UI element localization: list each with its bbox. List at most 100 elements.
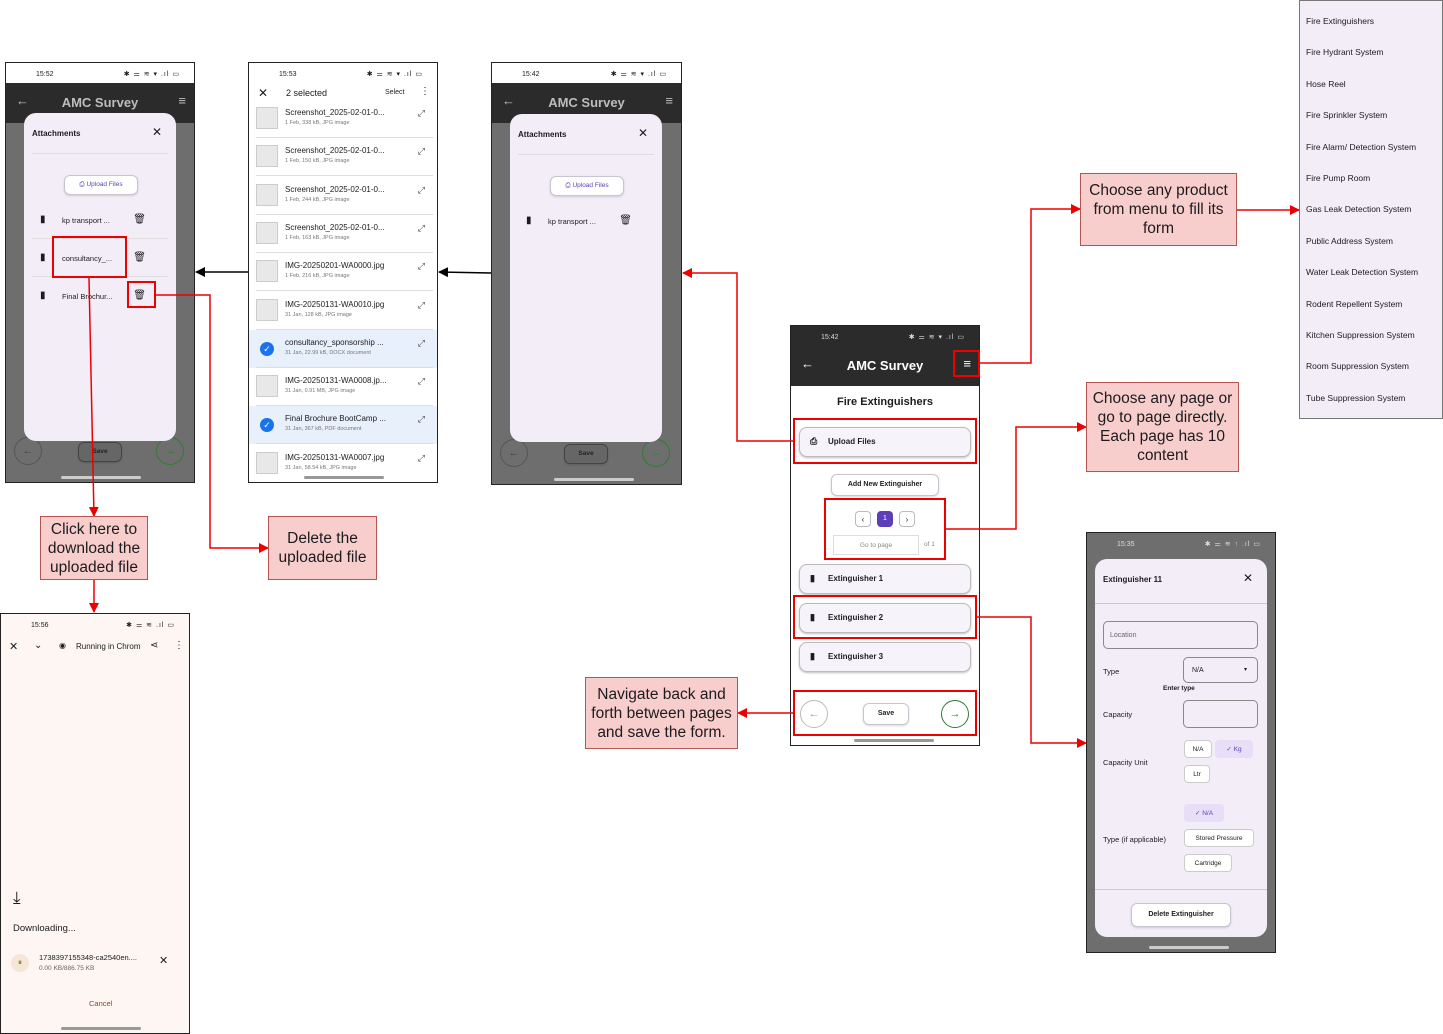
delete-icon[interactable]: 🗑 [133, 214, 146, 225]
file-row[interactable]: ▮ Final Brochur... 🗑 [40, 281, 166, 311]
back-arrow-icon[interactable]: ← [502, 93, 515, 108]
capacity-unit-label: Capacity Unit [1103, 758, 1148, 767]
location-input[interactable]: Location [1103, 621, 1258, 649]
next-chevron-button[interactable]: › [899, 511, 915, 527]
product-menu-item[interactable]: Room Suppression System [1306, 361, 1409, 372]
product-menu-item[interactable]: Public Address System [1306, 235, 1393, 246]
file-name: Screenshot_2025-02-01-0... [285, 108, 385, 117]
menu-icon[interactable]: ≡ [178, 93, 186, 108]
current-page-button[interactable]: 1 [877, 511, 893, 527]
expand-icon[interactable]: ⤢ [417, 108, 425, 118]
capacity-label: Capacity [1103, 710, 1133, 719]
next-page-button[interactable]: → [941, 700, 969, 728]
close-icon[interactable]: ✕ [1242, 571, 1253, 585]
more-vert-icon[interactable]: ⋮ [420, 86, 430, 97]
product-menu-item[interactable]: Hose Reel [1306, 78, 1346, 89]
file-row[interactable]: ▮ consultancy_... 🗑 [40, 243, 166, 273]
share-icon[interactable]: ⋖ [150, 640, 159, 651]
menu-icon[interactable]: ≡ [963, 356, 971, 371]
menu-icon[interactable]: ≡ [665, 93, 673, 108]
prev-page-button[interactable]: ← [800, 700, 828, 728]
upload-files-button[interactable]: ⎙ Upload Files [550, 176, 624, 196]
product-menu-item[interactable]: Kitchen Suppression System [1306, 330, 1415, 340]
expand-icon[interactable]: ⤢ [417, 337, 425, 348]
expand-icon[interactable]: ⤢ [417, 146, 425, 157]
close-icon[interactable]: ✕ [151, 125, 162, 139]
select-button[interactable]: Select [385, 89, 405, 96]
file-meta: 1 Feb, 216 kB, JPG image [285, 273, 350, 280]
close-icon[interactable]: ✕ [9, 641, 19, 653]
file-thumbnail [256, 221, 278, 244]
more-vert-icon[interactable]: ⋮ [174, 640, 184, 651]
delete-extinguisher-button[interactable]: Delete Extinguisher [1131, 903, 1231, 927]
extinguisher-icon: ▮ [810, 612, 815, 622]
expand-icon[interactable]: ⤢ [417, 222, 425, 233]
product-menu-item[interactable]: Gas Leak Detection System [1306, 204, 1412, 215]
unit-chip-kg[interactable]: ✓ Kg [1215, 740, 1253, 758]
product-menu-item[interactable]: Fire Sprinkler System [1306, 110, 1388, 121]
picker-file-row[interactable]: Screenshot_2025-02-01-0...1 Feb, 338 kB,… [249, 100, 437, 138]
extinguisher-item[interactable]: ▮ Extinguisher 1 [799, 564, 971, 594]
product-menu-item[interactable]: Water Leak Detection System [1306, 267, 1419, 278]
expand-icon[interactable]: ⤢ [417, 299, 425, 310]
unit-chip-na[interactable]: N/A [1184, 740, 1212, 758]
picker-file-row[interactable]: Screenshot_2025-02-01-0...1 Feb, 150 kB,… [249, 138, 437, 177]
delete-icon[interactable]: 🗑 [619, 215, 632, 226]
upload-files-button[interactable]: ⎙ Upload Files [799, 427, 971, 457]
save-button[interactable]: Save [564, 444, 608, 464]
cancel-button[interactable]: Cancel [89, 999, 113, 1008]
unit-chip-ltr[interactable]: Ltr [1184, 765, 1210, 783]
file-row[interactable]: ▮ kp transport ... 🗑 [526, 206, 652, 236]
extinguisher-item[interactable]: ▮ Extinguisher 3 [799, 642, 971, 672]
product-menu-item[interactable]: Rodent Repellent System [1306, 298, 1403, 309]
save-button[interactable]: Save [78, 442, 122, 462]
product-menu-item[interactable]: Fire Pump Room [1306, 173, 1371, 183]
expand-icon[interactable]: ⤢ [417, 376, 425, 387]
chevron-down-icon[interactable]: ⌄ [34, 640, 43, 651]
capacity-input[interactable] [1183, 700, 1258, 728]
go-to-page-input[interactable]: Go to page [833, 535, 919, 555]
picker-file-row[interactable]: IMG-20250131-WA0008.jp...31 Jan, 0.91 MB… [249, 368, 437, 407]
product-menu-item[interactable]: Fire Extinguishers [1306, 16, 1375, 26]
phone-file-picker: 15:53 ✱ ⚌ ≋ ▾ .ıl ▭ ✕ 2 selected Select … [248, 62, 438, 483]
file-row[interactable]: ▮ kp transport ... 🗑 [40, 205, 166, 235]
delete-icon[interactable]: 🗑 [133, 252, 146, 263]
picker-file-row[interactable]: ✓consultancy_sponsorship ...31 Jan, 22.9… [249, 329, 437, 368]
expand-icon[interactable]: ⤢ [417, 261, 425, 272]
delete-icon[interactable]: 🗑 [133, 290, 146, 301]
save-button[interactable]: Save [863, 703, 909, 725]
prev-chevron-button[interactable]: ‹ [855, 511, 871, 527]
type-chip-stored-pressure[interactable]: Stored Pressure [1184, 829, 1254, 847]
picker-file-row[interactable]: Screenshot_2025-02-01-0...1 Feb, 244 kB,… [249, 177, 437, 215]
expand-icon[interactable]: ⤢ [417, 452, 425, 463]
file-thumbnail [256, 451, 278, 474]
type-chip-cartridge[interactable]: Cartridge [1184, 854, 1232, 872]
close-icon[interactable]: ✕ [258, 86, 269, 100]
add-extinguisher-button[interactable]: Add New Extinguisher [831, 474, 939, 496]
back-arrow-icon[interactable]: ← [801, 356, 814, 371]
product-menu-item[interactable]: Tube Suppression System [1306, 392, 1406, 403]
pause-icon[interactable]: ⏸ [11, 954, 29, 972]
file-name: Screenshot_2025-02-01-0... [285, 184, 385, 194]
status-time: 15:42 [522, 71, 540, 78]
back-arrow-icon[interactable]: ← [16, 93, 29, 108]
extinguisher-icon: ▮ [810, 573, 815, 583]
picker-file-row[interactable]: ✓Final Brochure BootCamp ...31 Jan, 367 … [249, 406, 437, 445]
cancel-download-icon[interactable]: ✕ [159, 955, 169, 967]
highlight-nav-save [793, 690, 977, 736]
close-icon[interactable]: ✕ [637, 126, 648, 140]
product-menu-item[interactable]: Fire Alarm/ Detection System [1306, 141, 1417, 152]
extinguisher-item[interactable]: ▮ Extinguisher 2 [799, 603, 971, 633]
highlight-menu-icon [953, 350, 980, 377]
upload-files-button[interactable]: ⎙ Upload Files [64, 175, 138, 195]
type-helper: Enter type [1163, 685, 1195, 692]
type-select[interactable]: N/A ▾ [1183, 657, 1258, 683]
expand-icon[interactable]: ⤢ [417, 184, 425, 195]
type-chip-na[interactable]: ✓ N/A [1184, 804, 1224, 822]
product-menu-item[interactable]: Fire Hydrant System [1306, 47, 1384, 58]
picker-file-row[interactable]: Screenshot_2025-02-01-0...1 Feb, 163 kB,… [249, 215, 437, 253]
expand-icon[interactable]: ⤢ [417, 414, 425, 425]
